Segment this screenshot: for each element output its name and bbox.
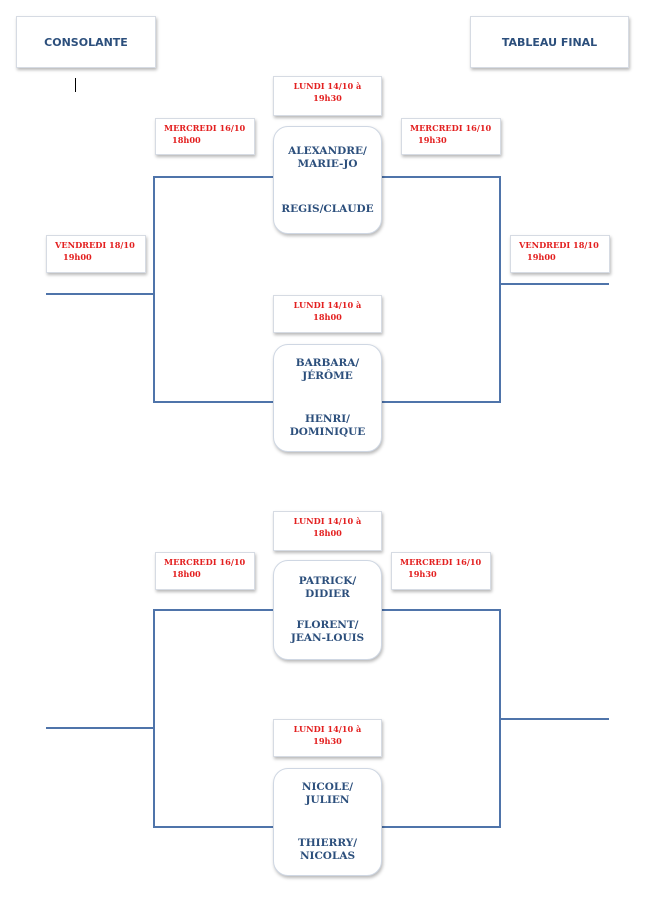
bracket2-left-vertical [153,609,155,828]
bracket2-left-top-arm [153,609,274,611]
bracket2-match2-team1: NICOLE/JULIEN [301,781,354,807]
bracket1-match1-team2: REGIS/CLAUDE [281,203,374,215]
bracket1-right-bottom-arm [381,401,501,403]
bracket1-match1-box: ALEXANDRE/MARIE-JO REGIS/CLAUDE [273,126,382,234]
consolante-header: CONSOLANTE [16,16,156,68]
bracket2-match2-box: NICOLE/JULIEN THIERRY/NICOLAS [273,768,382,876]
bracket1-left-vertical [153,176,155,403]
tableau-final-header: TABLEAU FINAL [470,16,629,68]
bracket1-match2-box: BARBARA/JÉRÔME HENRI/DOMINIQUE [273,344,382,452]
bracket2-right-final-line [499,718,609,720]
bracket2-match1-box: PATRICK/DIDIER FLORENT/JEAN-LOUIS [273,560,382,660]
bracket1-right-vertical [499,176,501,403]
bracket2-match1-team1: PATRICK/DIDIER [298,575,357,601]
bracket1-right-top-arm [381,176,501,178]
bracket2-right-top-arm [381,609,501,611]
bracket1-left-top-arm [153,176,274,178]
bracket2-match2-team2: THIERRY/NICOLAS [297,837,358,863]
bracket1-left-final-line [46,293,154,295]
text-cursor [75,78,76,92]
bracket2-left-final-line [46,727,154,729]
bracket1-right-final-line [499,283,609,285]
bracket2-left-bottom-arm [153,826,274,828]
bracket1-match2-team1: BARBARA/JÉRÔME [295,357,360,383]
bracket1-match2-team2: HENRI/DOMINIQUE [289,413,366,439]
bracket2-match1-team2: FLORENT/JEAN-LOUIS [290,619,365,645]
bracket2-right-bottom-arm [381,826,501,828]
bracket1-left-bottom-arm [153,401,274,403]
bracket1-match1-team1: ALEXANDRE/MARIE-JO [288,145,367,171]
